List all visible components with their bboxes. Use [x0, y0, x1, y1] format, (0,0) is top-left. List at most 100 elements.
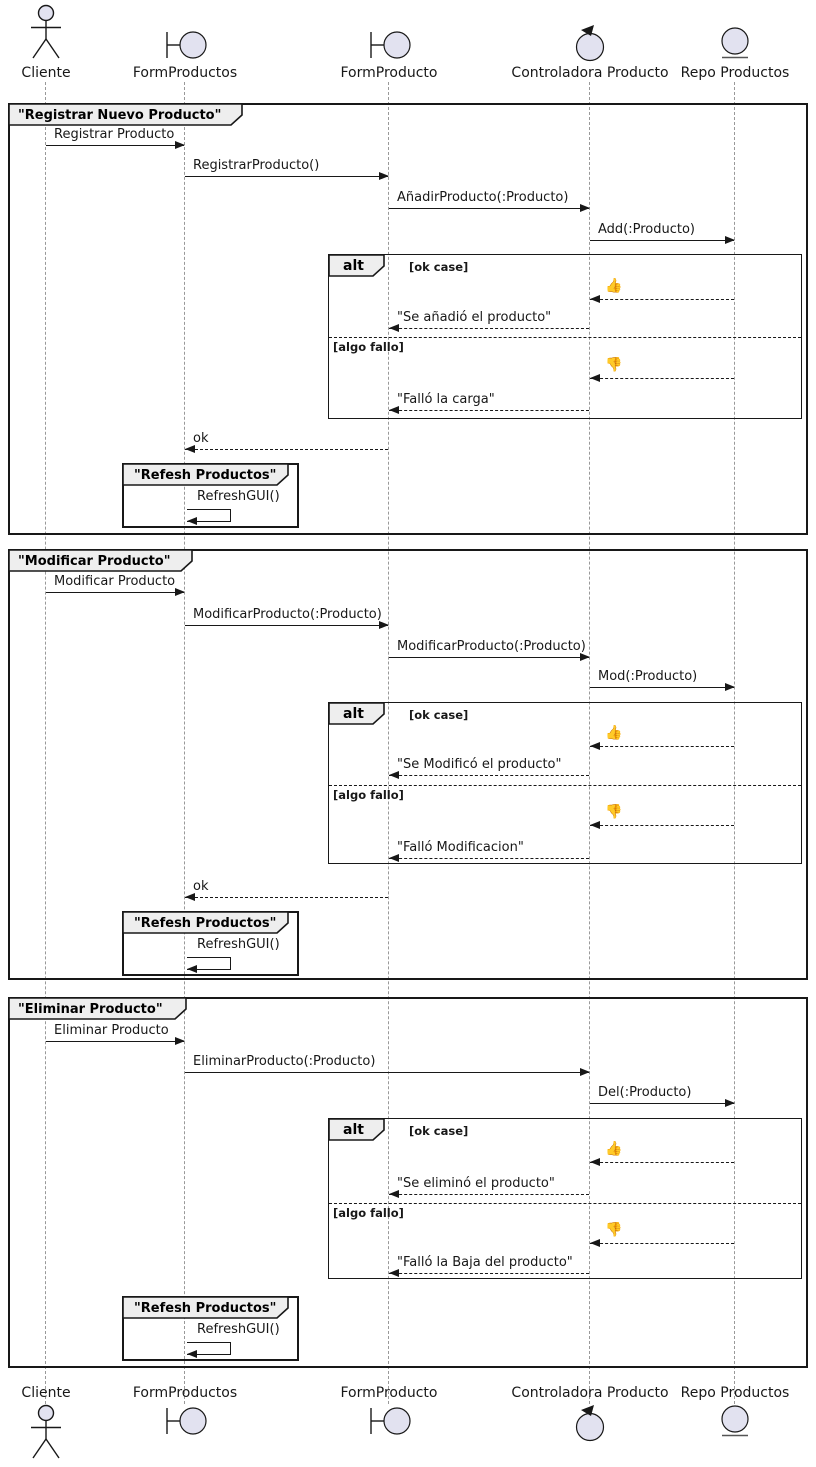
thumbs-up-icon: 👍	[605, 1141, 623, 1157]
lifeline	[45, 82, 46, 1404]
group-fragment: "Refesh Productos"RefreshGUI()	[122, 463, 299, 528]
lifeline	[184, 82, 185, 1404]
fragment-title: alt	[343, 1122, 364, 1138]
self-message-loop	[187, 957, 231, 970]
message-arrowhead	[590, 1158, 600, 1166]
self-message-loop	[187, 1342, 231, 1355]
message-arrowhead	[389, 854, 399, 862]
frame-title-tab: "Modificar Producto"	[8, 549, 194, 573]
alt-divider	[329, 785, 801, 786]
message-arrowhead	[175, 1037, 185, 1045]
guard-label: [algo fallo]	[333, 340, 404, 354]
thumbs-up-icon: 👍	[605, 725, 623, 741]
thumbs-up-icon: 👍	[605, 278, 623, 294]
message-line	[389, 775, 589, 776]
message-line	[590, 299, 734, 300]
message-label: ok	[193, 431, 209, 446]
message-label: "Se eliminó el producto"	[397, 1176, 555, 1191]
boundary-icon	[366, 1404, 412, 1438]
message-line	[590, 825, 734, 826]
message-line	[389, 410, 589, 411]
alt-label-tab: alt	[327, 253, 388, 278]
alt-fragment: alt [ok case] [algo fallo]	[327, 253, 802, 419]
message-arrowhead	[389, 771, 399, 779]
message-arrowhead	[175, 588, 185, 596]
message-line	[590, 746, 734, 747]
fragment-title: "Refesh Productos"	[134, 1301, 276, 1316]
message-line	[185, 897, 388, 898]
message-arrowhead	[590, 374, 600, 382]
message-arrowhead	[187, 1350, 197, 1358]
message-arrowhead	[379, 621, 389, 629]
message-label: "Falló la Baja del producto"	[397, 1255, 573, 1270]
group-title-tab: "Refesh Productos"	[122, 911, 290, 935]
thumbs-down-icon: 👎	[605, 804, 623, 820]
message-label: "Se Modificó el producto"	[397, 757, 562, 772]
guard-label: [algo fallo]	[333, 1206, 404, 1220]
boundary-icon	[162, 1404, 208, 1438]
actor-icon	[26, 1404, 66, 1462]
message-line	[590, 1103, 734, 1104]
message-arrowhead	[187, 517, 197, 525]
frame-2: "Modificar Producto"	[8, 549, 808, 980]
guard-label: [ok case]	[409, 260, 469, 274]
self-message-loop	[187, 509, 231, 522]
fragment-title: alt	[343, 706, 364, 722]
group-title-tab: "Refesh Productos"	[122, 463, 290, 487]
message-line	[389, 1194, 589, 1195]
message-label: "Se añadió el producto"	[397, 310, 552, 325]
fragment-title: "Registrar Nuevo Producto"	[18, 108, 221, 123]
message-line	[590, 1243, 734, 1244]
message-arrowhead	[725, 236, 735, 244]
participant-label: Repo Productos	[680, 65, 790, 81]
lifeline	[388, 82, 389, 1404]
guard-label: [ok case]	[409, 708, 469, 722]
participant-label: FormProductos	[132, 65, 238, 81]
message-arrowhead	[725, 683, 735, 691]
participant-label: FormProducto	[340, 65, 438, 81]
message-arrowhead	[580, 1068, 590, 1076]
boundary-icon	[162, 28, 208, 62]
alt-divider	[329, 1203, 801, 1204]
message-arrowhead	[725, 1099, 735, 1107]
control-icon	[572, 1404, 608, 1442]
message-arrowhead	[389, 324, 399, 332]
fragment-title: "Refesh Productos"	[134, 468, 276, 483]
message-line	[389, 208, 589, 209]
message-arrowhead	[580, 204, 590, 212]
thumbs-down-icon: 👎	[605, 1222, 623, 1238]
message-label: ok	[193, 879, 209, 894]
message-label: Registrar Producto	[54, 127, 175, 142]
participant-label: Repo Productos	[680, 1385, 790, 1401]
control-icon	[572, 24, 608, 62]
message-label: Del(:Producto)	[598, 1085, 692, 1100]
alt-divider	[329, 337, 801, 338]
guard-label: [algo fallo]	[333, 788, 404, 802]
participant-label: Controladora Producto	[511, 1385, 669, 1401]
message-arrowhead	[187, 965, 197, 973]
participant-label: Controladora Producto	[511, 65, 669, 81]
message-line	[389, 1273, 589, 1274]
message-arrowhead	[175, 141, 185, 149]
message-arrowhead	[185, 445, 195, 453]
message-label: "Falló la carga"	[397, 392, 495, 407]
message-arrowhead	[590, 742, 600, 750]
message-arrowhead	[185, 893, 195, 901]
message-label: EliminarProducto(:Producto)	[193, 1054, 376, 1069]
frame-3: "Eliminar Producto"	[8, 997, 808, 1368]
actor-icon	[26, 4, 66, 62]
message-line	[590, 1162, 734, 1163]
self-message-label: RefreshGUI()	[197, 1322, 280, 1337]
message-label: Mod(:Producto)	[598, 669, 698, 684]
alt-label-tab: alt	[327, 701, 388, 726]
participant-label: FormProductos	[132, 1385, 238, 1401]
message-arrowhead	[590, 1239, 600, 1247]
fragment-title: "Modificar Producto"	[18, 554, 171, 569]
participant-label: Cliente	[21, 65, 71, 81]
fragment-title: "Eliminar Producto"	[18, 1002, 163, 1017]
message-line	[185, 449, 388, 450]
message-line	[389, 858, 589, 859]
message-arrowhead	[389, 1190, 399, 1198]
guard-label: [ok case]	[409, 1124, 469, 1138]
alt-fragment: alt [ok case] [algo fallo]	[327, 701, 802, 864]
